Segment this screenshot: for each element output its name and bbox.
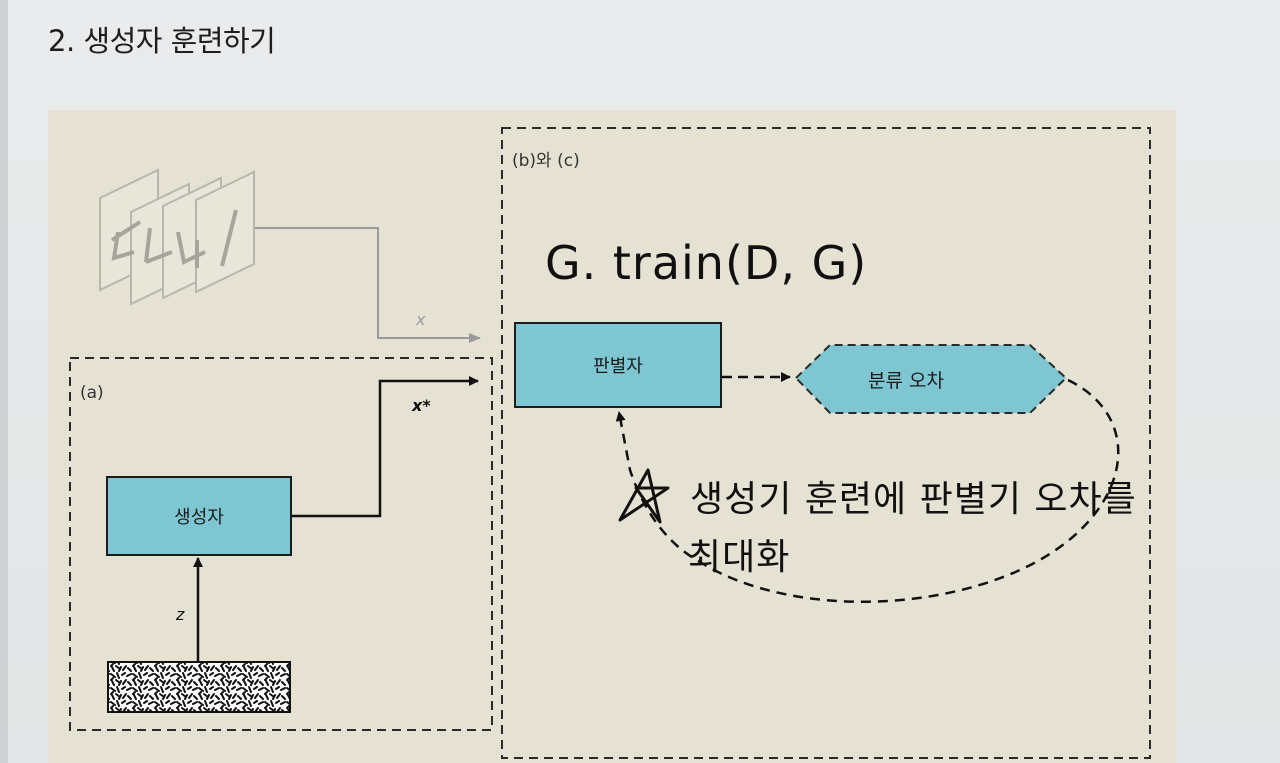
classification-error-label: 분류 오차 [868,370,944,392]
handwritten-code: G. train(D, G) [545,236,868,290]
handwritten-note-line1: 생성기 훈련에 판별기 오차를 [690,479,1137,520]
figure-panel [48,110,1176,763]
panel-a-box [69,357,493,731]
page-edge [0,0,8,763]
handwritten-note-line2: 최대화 [688,537,791,578]
noise-input-block [107,661,291,713]
panel-bc-label: (b)와 (c) [512,151,580,171]
x-star-label: x* [412,396,431,415]
star-mark-icon [618,468,670,524]
panel-bc-box [501,127,1151,759]
real-data-arrow [255,227,481,343]
panel-a-label: (a) [80,383,104,403]
discriminator-node: 판별자 [514,322,722,408]
generator-output-arrow [290,376,479,518]
feedback-loop-arrow [615,378,1120,603]
training-images-icon [99,168,255,306]
x-label: x [416,310,426,329]
classification-error-node [794,344,1068,414]
generator-node: 생성자 [106,476,292,556]
section-heading: 2. 생성자 훈련하기 [48,24,276,58]
z-label: z [176,605,185,624]
